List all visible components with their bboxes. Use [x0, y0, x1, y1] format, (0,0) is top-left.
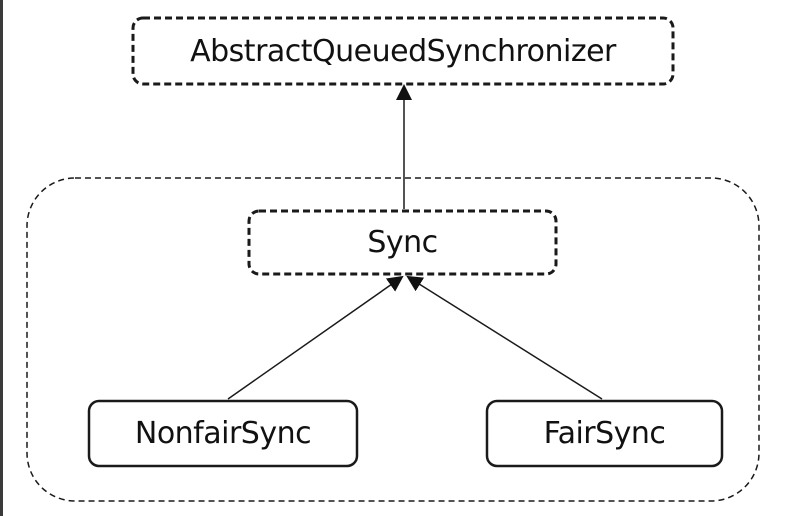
fair-node-label: FairSync: [543, 416, 666, 451]
sync-node-label: Sync: [367, 225, 438, 260]
edge-fair-to-sync: [406, 275, 603, 400]
aqs-node-box: [131, 16, 675, 86]
left-border-line: [0, 0, 3, 516]
aqs-node-label: AbstractQueuedSynchronizer: [190, 33, 616, 69]
nonfair-node-box: [87, 399, 359, 468]
nonfair-node-label: NonfairSync: [134, 416, 312, 451]
edge-nonfair-to-sync: [227, 275, 404, 400]
sync-node-box: [247, 209, 558, 276]
fair-node-box: [485, 399, 724, 468]
sync-group-boundary: [26, 177, 760, 502]
